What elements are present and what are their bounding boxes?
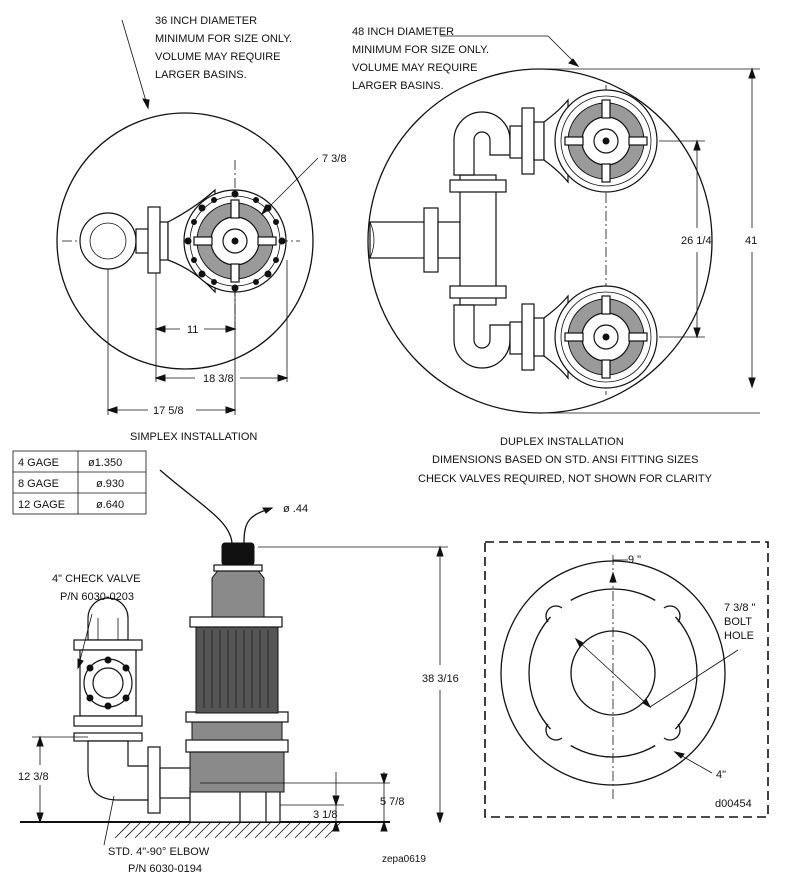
dim-height: 38 3/16 [422, 673, 459, 685]
bolt-hole-label-2: BOLT [724, 616, 752, 628]
base-plate-detail [484, 541, 769, 818]
cable-gage-table [12, 450, 147, 515]
table-row-1-dia: ø1.350 [88, 457, 122, 469]
plate-dim-slot: 4" [716, 769, 726, 781]
check-valve-label-2: P/N 6030-0203 [60, 591, 134, 603]
simplex-basin-note-line-3: VOLUME MAY REQUIRE [155, 51, 281, 63]
check-valve-label-1: 4" CHECK VALVE [52, 573, 140, 585]
simplex-dim-flange: 7 3/8 [322, 153, 346, 165]
duplex-caption-line-1: DUPLEX INSTALLATION [500, 436, 624, 448]
plate-dim-top: 9 " [628, 554, 641, 566]
simplex-flange [147, 206, 161, 274]
cord-diameter-label: ø .44 [283, 503, 308, 515]
table-row-3-gage: 12 GAGE [18, 499, 65, 511]
dim-inlet: 5 7/8 [380, 796, 404, 808]
simplex-plan-view [56, 19, 319, 415]
bolt-hole-label-1: 7 3/8 " [724, 602, 756, 614]
simplex-caption: SIMPLEX INSTALLATION [130, 431, 257, 443]
simplex-dim-b: 18 3/8 [203, 373, 234, 385]
drawing-number: zepa0619 [382, 854, 426, 865]
duplex-basin-note-line-1: 48 INCH DIAMETER [352, 26, 454, 38]
simplex-discharge-pipe [79, 212, 137, 270]
simplex-basin-note-line-1: 36 INCH DIAMETER [155, 15, 257, 27]
duplex-dim-spacing: 26 1/4 [681, 235, 712, 247]
elbow-label-2: P/N 6030-0194 [128, 863, 202, 875]
simplex-basin-note-line-4: LARGER BASINS. [155, 69, 247, 81]
dim-discharge: 12 3/8 [18, 771, 49, 783]
simplex-dim-a: 11 [187, 324, 198, 336]
duplex-basin-note-line-4: LARGER BASINS. [352, 80, 444, 92]
duplex-basin-note-line-3: VOLUME MAY REQUIRE [352, 62, 478, 74]
duplex-plan-view [367, 35, 760, 414]
duplex-dim-overall: 41 [745, 235, 757, 247]
table-row-1-gage: 4 GAGE [18, 457, 59, 469]
duplex-caption-line-2: DIMENSIONS BASED ON STD. ANSI FITTING SI… [432, 454, 698, 466]
pump-elevation-view [20, 469, 448, 846]
duplex-caption-line-3: CHECK VALVES REQUIRED, NOT SHOWN FOR CLA… [418, 473, 713, 485]
table-row-2-dia: ø.930 [96, 478, 124, 490]
table-row-2-gage: 8 GAGE [18, 478, 59, 490]
bolt-hole-label-3: HOLE [724, 630, 754, 642]
plate-ref-number: d00454 [715, 798, 752, 810]
table-row-3-dia: ø.640 [96, 499, 124, 511]
elbow-label-1: STD. 4"-90° ELBOW [108, 846, 210, 858]
duplex-basin-note-line-2: MINIMUM FOR SIZE ONLY. [352, 44, 489, 56]
simplex-dim-c: 17 5/8 [153, 405, 184, 417]
simplex-basin-note-line-2: MINIMUM FOR SIZE ONLY. [155, 33, 292, 45]
simplex-basin-outline [56, 112, 314, 370]
dim-base: 3 1/8 [313, 809, 337, 821]
